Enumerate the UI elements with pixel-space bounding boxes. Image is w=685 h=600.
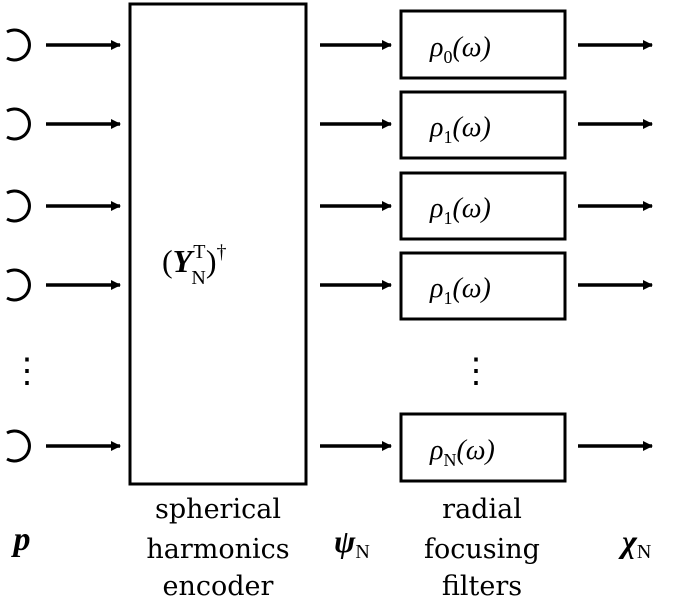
filter-block <box>399 90 567 160</box>
filters-caption: radial focusing filters <box>424 494 540 600</box>
input-signal-label: p <box>11 521 31 558</box>
filter-blocks <box>399 9 567 483</box>
encoded-signal-label: ψN <box>334 523 370 563</box>
filter-label: ρN(ω) <box>429 435 495 470</box>
filter-ellipsis: ⋮ <box>459 353 493 390</box>
microphone-icon <box>6 28 31 62</box>
encoder-output-arrows <box>320 40 392 451</box>
microphone-inputs <box>6 28 31 463</box>
filter-block <box>399 412 567 483</box>
filter-output-arrows <box>578 40 653 451</box>
filter-label: ρ0(ω) <box>429 32 491 67</box>
filter-block <box>399 171 567 241</box>
input-arrows <box>46 40 121 451</box>
filter-label: ρ1(ω) <box>429 112 491 147</box>
encoder-caption-line: harmonics <box>146 534 289 565</box>
encoder-caption: spherical harmonics encoder <box>146 494 289 600</box>
filters-caption-line: filters <box>442 571 522 600</box>
encoder-caption-line: encoder <box>163 571 274 600</box>
output-signal-label: χN <box>618 523 651 563</box>
filter-label: ρ1(ω) <box>429 193 491 228</box>
microphone-icon <box>6 429 31 463</box>
encoder-caption-line: spherical <box>155 494 281 525</box>
filter-labels: ρ0(ω) ρ1(ω) ρ1(ω) ρ1(ω) ρN(ω) <box>429 32 495 470</box>
filter-label: ρ1(ω) <box>429 273 491 308</box>
microphone-icon <box>6 268 31 302</box>
filter-block <box>399 251 567 321</box>
microphone-icon <box>6 107 31 141</box>
input-ellipsis: ⋮ <box>10 353 44 390</box>
filters-caption-line: radial <box>442 494 522 525</box>
encoder-block <box>128 2 308 486</box>
filters-caption-line: focusing <box>424 534 540 565</box>
filter-block <box>399 9 567 80</box>
microphone-icon <box>6 189 31 223</box>
